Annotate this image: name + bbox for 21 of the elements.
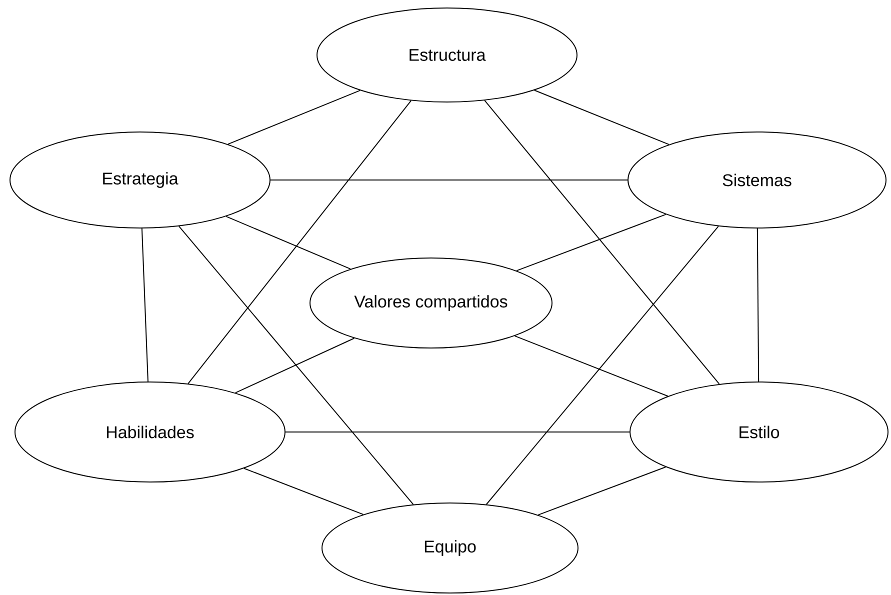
ellipse-node: Estructura [316, 8, 578, 102]
connector-line [514, 335, 668, 397]
connector-line [538, 466, 666, 516]
connector-line [188, 100, 412, 384]
connector-line [756, 228, 760, 382]
ellipse-node: Valores compartidos [310, 258, 552, 348]
ellipse-node: Equipo [322, 502, 578, 594]
connector-line [484, 100, 720, 384]
connector-line [244, 468, 364, 515]
ellipse-node: Estilo [630, 382, 888, 482]
ellipse-node: Sistemas [628, 132, 886, 228]
connector-line [534, 90, 670, 145]
connector-line [516, 214, 666, 272]
ellipse-node: Habilidades [14, 382, 286, 482]
connector-line [141, 228, 148, 382]
connector-line [234, 338, 355, 394]
connector-line [227, 90, 361, 145]
connector-line [226, 216, 351, 270]
connector-line [178, 226, 414, 505]
connector-line [486, 226, 719, 505]
ellipse-node: Estrategia [10, 132, 270, 228]
